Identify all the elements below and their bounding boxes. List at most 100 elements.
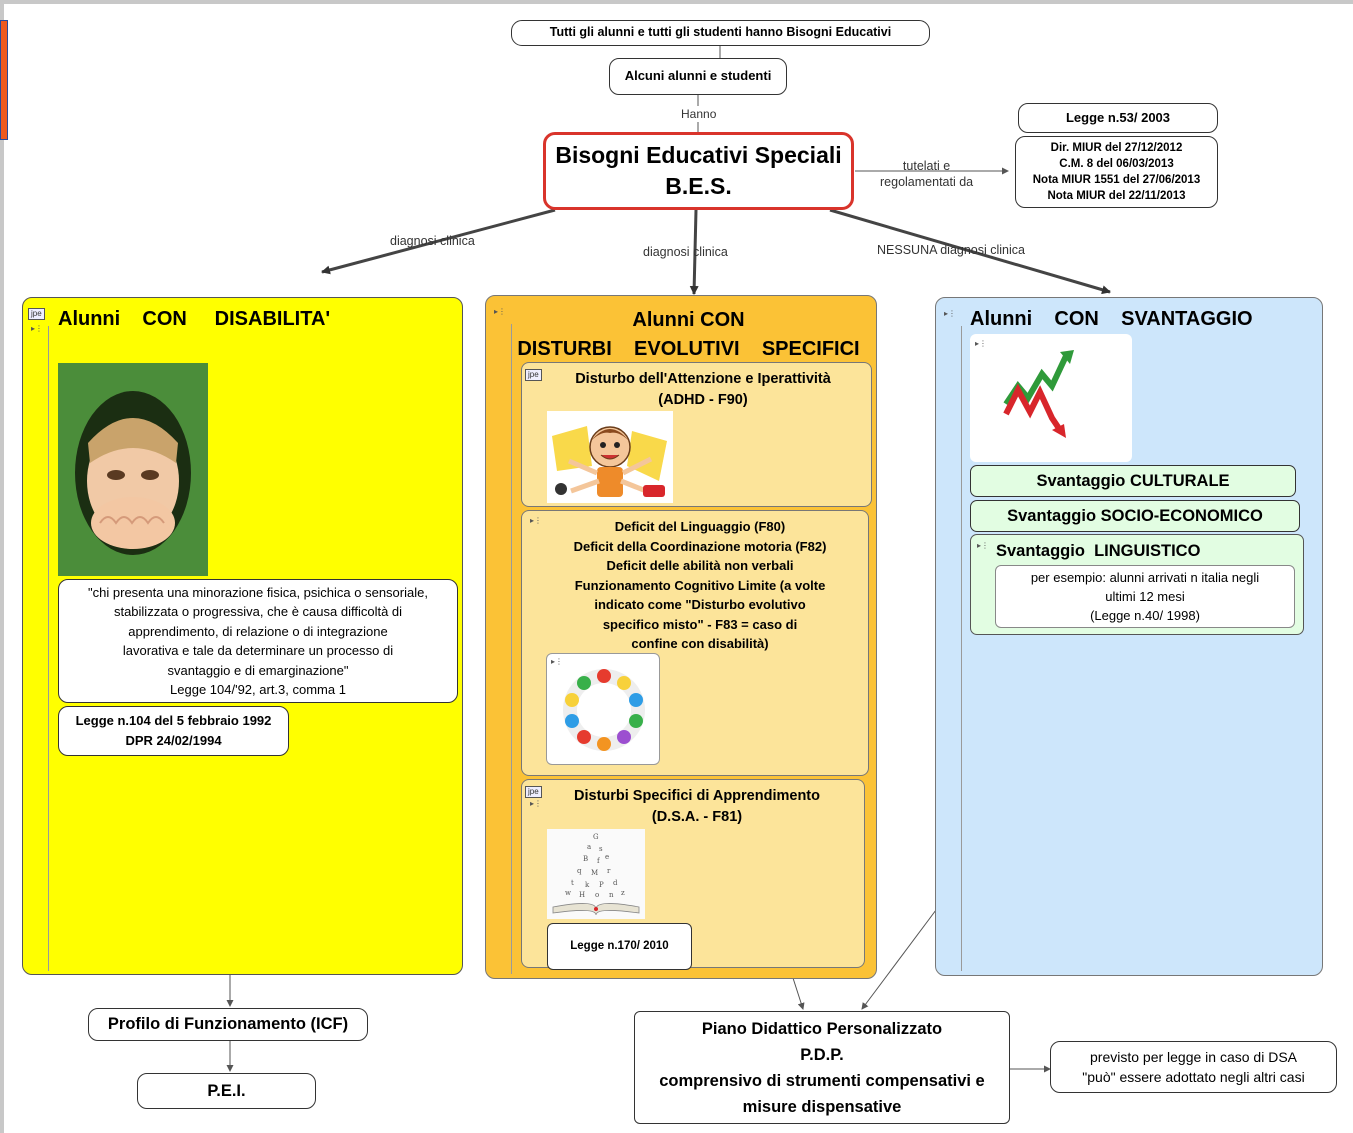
expand-icon[interactable]: ▸⋮ — [31, 324, 44, 333]
panel-guide-line — [48, 326, 49, 971]
adhd-title: Disturbo dell'Attenzione e Iperattività … — [548, 369, 858, 411]
jpe-badge: jpe — [28, 308, 45, 320]
svantaggio-socio[interactable]: Svantaggio SOCIO-ECONOMICO — [970, 500, 1300, 532]
deficit-box[interactable]: ▸⋮ Deficit del Linguaggio (F80) Deficit … — [521, 510, 869, 776]
bes-acronym: B.E.S. — [665, 173, 732, 199]
adhd-line: Disturbo dell'Attenzione e Iperattività — [575, 371, 831, 387]
norma-line: Nota MIUR del 22/11/2013 — [1047, 190, 1186, 202]
expand-icon[interactable]: ▸⋮ — [494, 307, 507, 316]
svg-text:s: s — [599, 845, 603, 853]
norma-line: Dir. MIUR del 27/12/2012 — [1050, 142, 1183, 154]
esempio-line: (Legge n.40/ 1998) — [1090, 608, 1200, 623]
panel-guide-line — [511, 324, 512, 974]
svg-text:H: H — [579, 891, 585, 899]
disabilita-title: Alunni CON DISABILITA' — [58, 308, 331, 330]
dsa-line: Disturbi Specifici di Apprendimento — [574, 788, 820, 804]
hanno-label: Hanno — [681, 107, 717, 121]
quote-line: lavorativa e tale da determinare un proc… — [122, 643, 394, 658]
disabilita-quote[interactable]: "chi presenta una minorazione fisica, ps… — [58, 579, 458, 703]
pdp-line: comprensivo di strumenti compensativi e — [659, 1071, 985, 1090]
jpe-badge: jpe — [525, 786, 542, 798]
expand-icon[interactable]: ▸⋮ — [530, 516, 543, 525]
svg-text:o: o — [595, 891, 599, 899]
icf-node[interactable]: Profilo di Funzionamento (ICF) — [88, 1008, 368, 1041]
dsa-line: (D.S.A. - F81) — [651, 809, 743, 825]
legge53-node[interactable]: Legge n.53/ 2003 — [1018, 103, 1218, 133]
disabilita-panel[interactable]: jpe ▸⋮ Alunni CON DISABILITA' "chi prese… — [22, 297, 463, 975]
deficit-text: Deficit del Linguaggio (F80) Deficit del… — [540, 517, 860, 654]
pdp-line: P.D.P. — [800, 1045, 844, 1064]
bes-node[interactable]: Bisogni Educativi Speciali B.E.S. — [543, 132, 854, 210]
connector-svantaggio-pdp — [861, 909, 937, 1010]
orange-tab-icon — [0, 20, 8, 140]
svg-text:B: B — [583, 855, 588, 863]
pdp-line: misure dispensative — [742, 1097, 902, 1116]
dse-panel[interactable]: ▸⋮ Alunni CON DISTURBI EVOLUTIVI SPECIFI… — [485, 295, 877, 979]
previsto-node[interactable]: previsto per legge in caso di DSA "può" … — [1050, 1041, 1337, 1093]
expand-icon[interactable]: ▸⋮ — [944, 309, 957, 318]
deficit-line: indicato come "Disturbo evolutivo — [594, 597, 806, 612]
expand-icon: ▸⋮ — [975, 339, 988, 348]
some-students-node[interactable]: Alcuni alunni e studenti — [609, 58, 787, 95]
dse-title: Alunni CON DISTURBI EVOLUTIVI SPECIFICI — [516, 306, 861, 364]
legge104-line: DPR 24/02/1994 — [125, 733, 222, 748]
connector-bes-dse — [689, 209, 699, 295]
esempio-node[interactable]: per esempio: alunni arrivati n italia ne… — [995, 565, 1295, 628]
svantaggio-linguistico: Svantaggio LINGUISTICO — [996, 542, 1201, 560]
svg-text:d: d — [613, 879, 618, 887]
svg-text:n: n — [609, 891, 614, 899]
esempio-line: ultimi 12 mesi — [1105, 589, 1185, 604]
svg-text:P: P — [599, 881, 604, 889]
norma-line: Nota MIUR 1551 del 27/06/2013 — [1032, 174, 1201, 186]
svg-text:G: G — [593, 833, 599, 841]
svg-text:f: f — [597, 857, 601, 865]
expand-icon[interactable]: ▸⋮ — [530, 799, 543, 808]
dse-title-line: DISTURBI EVOLUTIVI SPECIFICI — [517, 338, 860, 360]
dsa-box[interactable]: jpe ▸⋮ Disturbi Specifici di Apprendimen… — [521, 779, 865, 970]
norma-line: C.M. 8 del 06/03/2013 — [1059, 158, 1174, 170]
svg-text:t: t — [571, 879, 574, 887]
connector-bes-disabilita — [321, 208, 556, 275]
root-node[interactable]: Tutti gli alunni e tutti gli studenti ha… — [511, 20, 930, 46]
svg-text:a: a — [587, 843, 591, 851]
quote-line: svantaggio e di emarginazione" — [167, 662, 349, 678]
legge170-node[interactable]: Legge n.170/ 2010 — [547, 923, 692, 970]
previsto-line: "può" essere adottato negli altri casi — [1082, 1069, 1305, 1085]
connector-dse-pdp — [792, 977, 805, 1010]
expand-icon: ▸⋮ — [551, 657, 564, 666]
diagnosi-right-label: NESSUNA diagnosi clinica — [877, 243, 1025, 257]
panel-guide-line — [961, 326, 962, 971]
child-photo — [58, 363, 208, 576]
tutelati-label: tutelati e regolamentati da — [880, 158, 973, 190]
dsa-title: Disturbi Specifici di Apprendimento (D.S… — [542, 786, 852, 828]
trend-arrows: ▸⋮ — [970, 334, 1132, 462]
dse-title-line: Alunni CON — [632, 309, 745, 331]
page-top-border — [0, 0, 1353, 4]
adhd-box[interactable]: jpe Disturbo dell'Attenzione e Iperattiv… — [521, 362, 872, 507]
esempio-line: per esempio: alunni arrivati n italia ne… — [1030, 570, 1260, 585]
svg-text:z: z — [621, 889, 625, 897]
boy-cartoon — [547, 411, 673, 503]
svantaggio-panel[interactable]: ▸⋮ Alunni CON SVANTAGGIO ▸⋮ Svantaggio C… — [935, 297, 1323, 976]
quote-line: apprendimento, di relazione o di integra… — [128, 623, 388, 639]
svg-text:r: r — [607, 867, 611, 875]
tutelati-line: tutelati e — [902, 159, 951, 173]
quote-line: stabilizzata o progressiva, che è causa … — [113, 604, 403, 619]
expand-icon[interactable]: ▸⋮ — [977, 541, 990, 550]
legge104-node[interactable]: Legge n.104 del 5 febbraio 1992 DPR 24/0… — [58, 706, 289, 756]
svg-text:M: M — [591, 869, 598, 877]
pei-node[interactable]: P.E.I. — [137, 1073, 316, 1109]
norme-node[interactable]: Dir. MIUR del 27/12/2012 C.M. 8 del 06/0… — [1015, 136, 1218, 208]
legge104-line: Legge n.104 del 5 febbraio 1992 — [75, 713, 272, 728]
svantaggio-culturale[interactable]: Svantaggio CULTURALE — [970, 465, 1296, 497]
pdp-line: Piano Didattico Personalizzato — [701, 1019, 943, 1038]
pdp-node[interactable]: Piano Didattico Personalizzato P.D.P. co… — [634, 1011, 1010, 1124]
previsto-line: previsto per legge in caso di DSA — [1090, 1049, 1297, 1065]
deficit-line: Deficit del Linguaggio (F80) — [614, 519, 786, 534]
connector-bes-svantaggio — [829, 208, 1111, 295]
deficit-line: Deficit delle abilità non verbali — [606, 558, 794, 573]
svantaggio-linguistico-box[interactable]: ▸⋮ Svantaggio LINGUISTICO per esempio: a… — [970, 534, 1304, 635]
jpe-badge: jpe — [525, 369, 542, 381]
puzzle-circle: ▸⋮ — [546, 653, 660, 765]
diagnosi-left-label: diagnosi clinica — [390, 234, 475, 248]
